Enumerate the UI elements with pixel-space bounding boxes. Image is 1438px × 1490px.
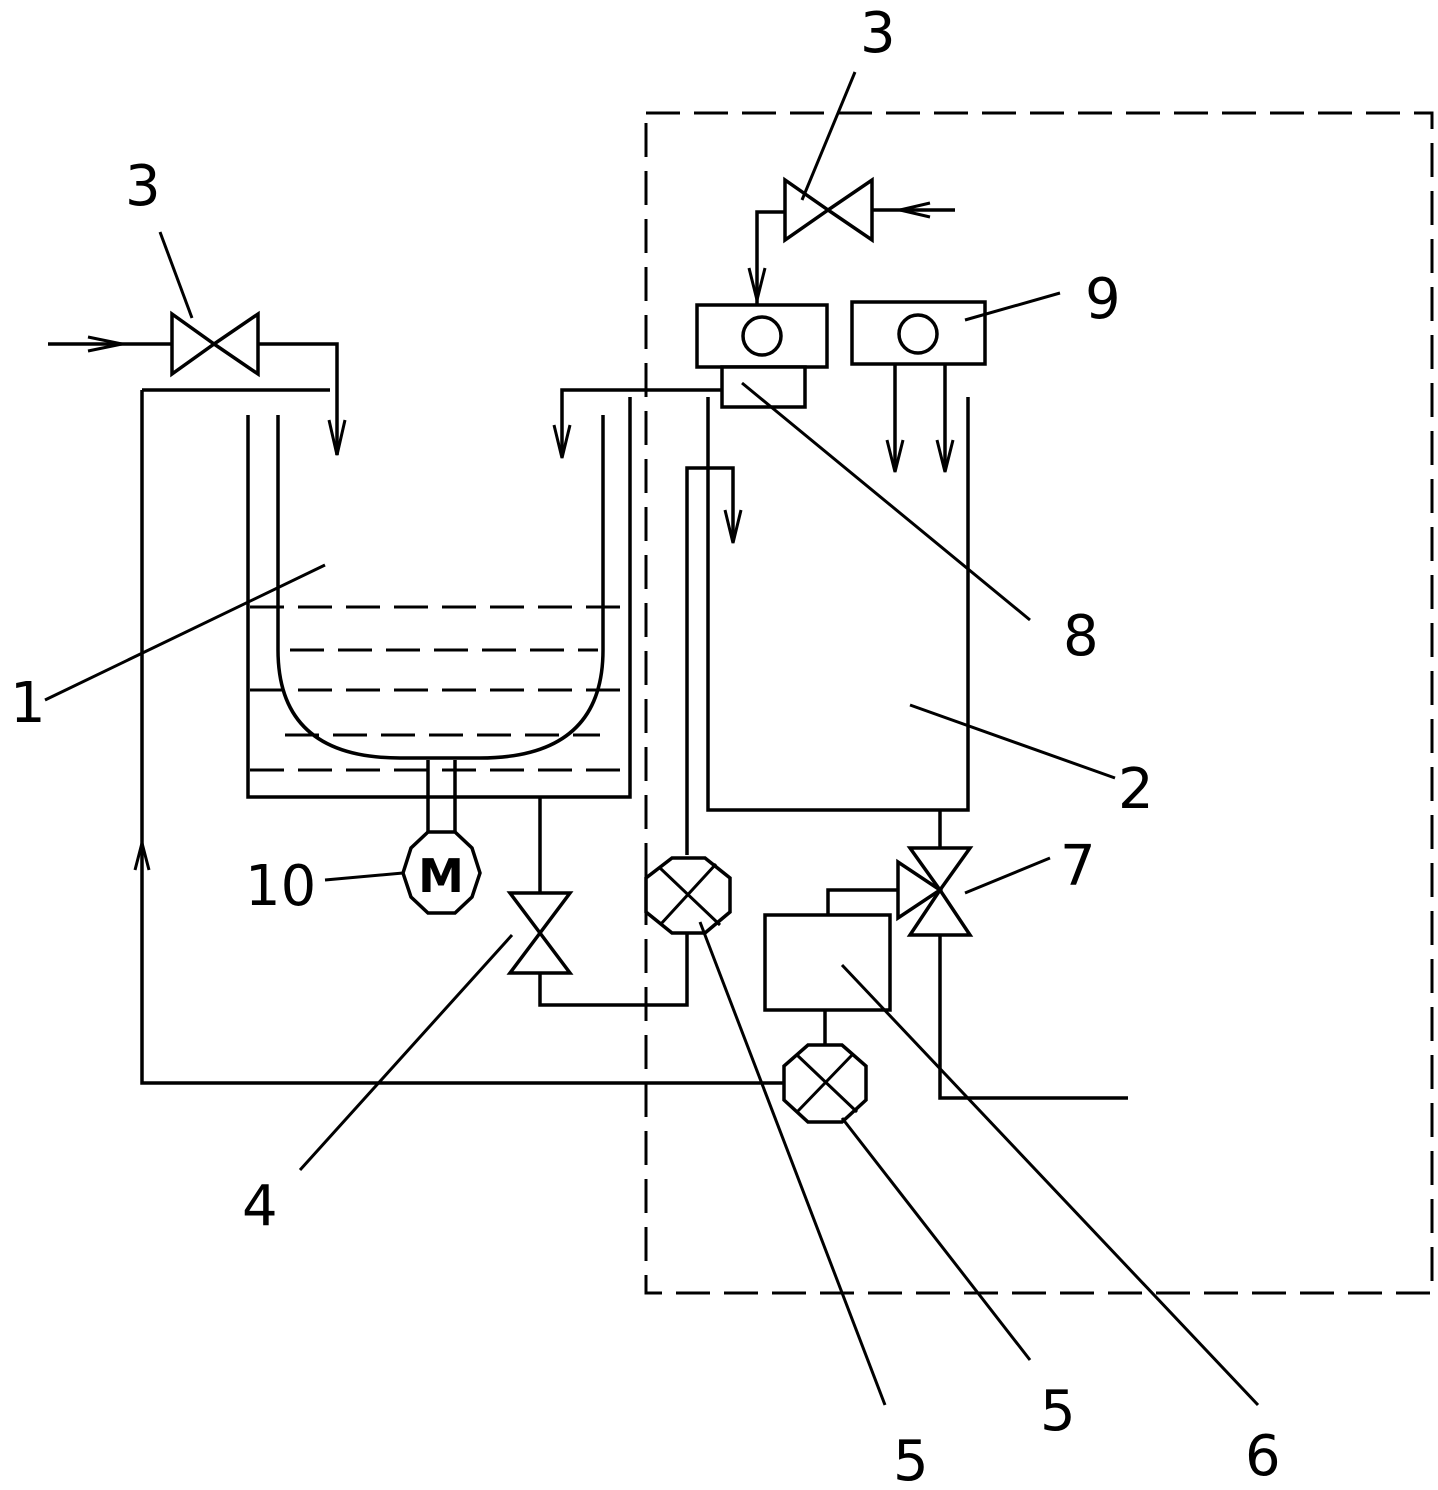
label-5-lower-left: 5 [893,1429,929,1485]
feed-pipe-tank-2 [685,466,743,855]
reference-numerals: 1 2 3 3 4 5 5 6 7 8 9 10 [10,1,1281,1490]
enclosure-boundary [644,111,1434,1295]
instrument-5-lower [782,1043,868,1124]
instrument-5-upper [644,856,732,935]
motor-symbol: M [418,849,464,903]
vessel-1 [246,397,632,799]
valve-4 [506,891,574,975]
label-10: 10 [245,854,316,919]
valve-7 [826,846,974,937]
label-6: 6 [1245,1424,1281,1485]
label-3-right: 3 [860,1,896,66]
label-4: 4 [242,1174,278,1239]
label-2: 2 [1118,757,1154,822]
tank-2-outlet [938,810,1128,1100]
outlet-pipe-vessel-1 [538,797,689,1007]
label-7: 7 [1060,834,1096,899]
label-1: 1 [10,671,46,736]
tank-2 [706,397,970,812]
return-pipe [133,388,785,1085]
label-9: 9 [1085,267,1121,332]
label-5-lower-right: 5 [1040,1379,1076,1444]
inlet-pipe-right [747,201,955,305]
agitator-shaft [426,760,457,833]
label-8: 8 [1063,604,1099,669]
inlet-pipe-left [48,335,347,456]
motor-10: M [401,830,482,915]
transfer-pipe-top [552,388,722,459]
dosing-unit-8 [695,303,829,409]
actuator-6 [763,913,892,1045]
label-3-left: 3 [125,154,161,219]
inlet-valve-3-right [783,176,874,244]
leader-lines [44,71,1260,1407]
unit-9 [850,300,987,473]
inlet-valve-3-left [170,310,260,378]
